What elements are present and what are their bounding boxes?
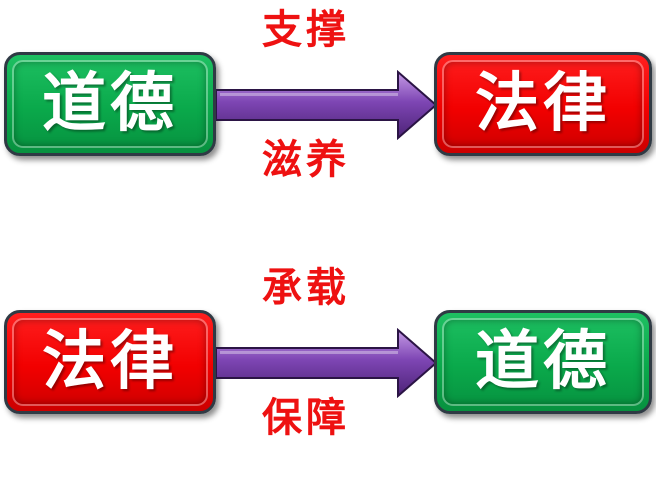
source-box-label: 法律: [42, 325, 178, 399]
arrow-top-label: 承载: [262, 265, 350, 311]
arrow-top-label: 支撑: [262, 7, 350, 53]
target-box-law: 法律: [434, 52, 652, 156]
source-box-label: 道德: [42, 67, 178, 141]
source-box-law: 法律: [4, 310, 216, 414]
right-arrow-icon: [216, 70, 438, 140]
right-arrow-icon: [216, 328, 438, 398]
target-box-label: 法律: [475, 67, 611, 141]
relation-row-2: 法律 承载 保障 道德: [0, 268, 656, 438]
source-box-morality: 道德: [4, 52, 216, 156]
target-box-label: 道德: [475, 325, 611, 399]
relation-row-1: 道德 支撑 滋养 法律: [0, 10, 656, 180]
arrow-bottom-label: 滋养: [262, 137, 350, 183]
arrow-bottom-label: 保障: [262, 395, 350, 441]
target-box-morality: 道德: [434, 310, 652, 414]
